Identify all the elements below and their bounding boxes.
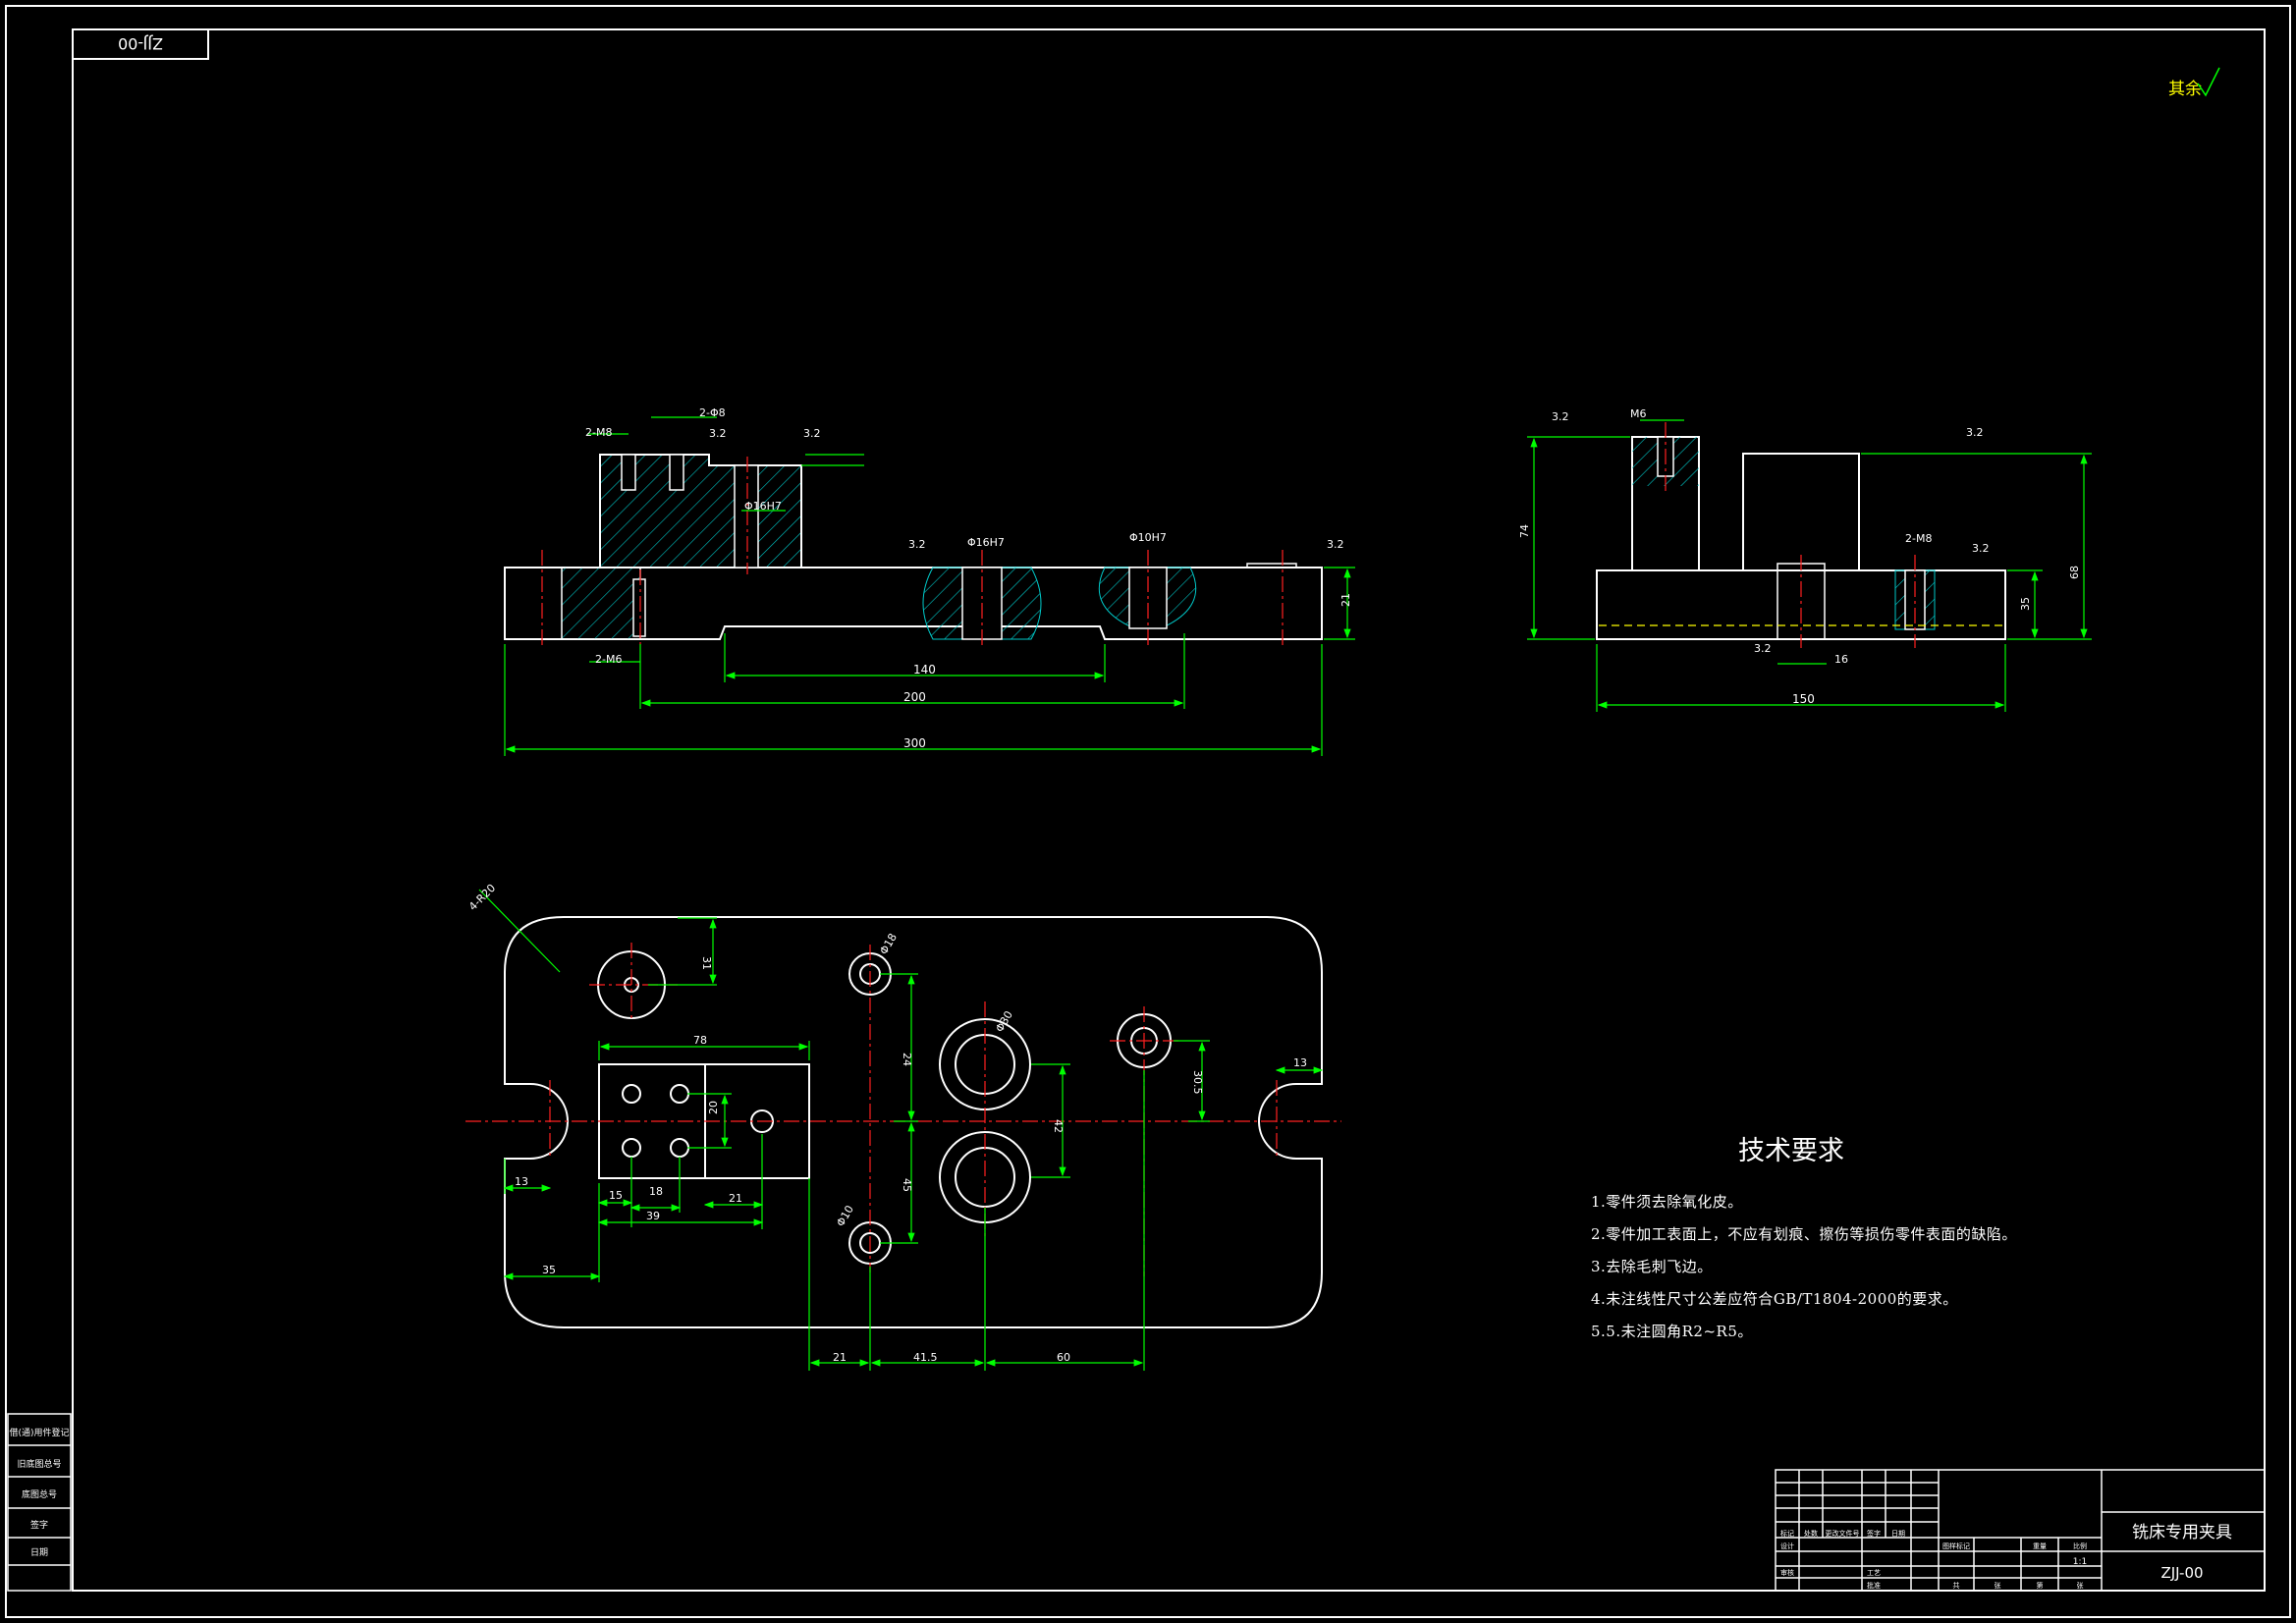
tb-label-11: 比例 — [2073, 1542, 2087, 1550]
tb-label-9: 图样标记 — [1942, 1542, 1970, 1550]
tb-label-0: 标记 — [1780, 1529, 1794, 1538]
dim-20: 20 — [707, 1101, 720, 1114]
drawing-no: ZJJ-00 — [2160, 1564, 2203, 1582]
dim-35-top: 35 — [542, 1264, 556, 1276]
dim-phi10h7: Φ10H7 — [1129, 531, 1167, 544]
dim-74: 74 — [1518, 524, 1531, 538]
rough-3-2-c: 3.2 — [908, 538, 926, 551]
title-block — [1775, 1469, 2266, 1592]
rough-side-d: 3.2 — [1972, 542, 1990, 555]
strip-label-1: 旧底图总号 — [17, 1458, 61, 1470]
dim-300: 300 — [903, 736, 926, 750]
tb-label-14: 第 — [2037, 1581, 2044, 1590]
scale-value: 1:1 — [2073, 1557, 2087, 1567]
dim-13-a: 13 — [515, 1175, 528, 1188]
tb-label-12: 共 — [1953, 1581, 1960, 1590]
dim-phi10: Φ10 — [834, 1203, 856, 1228]
dim-45: 45 — [901, 1178, 913, 1192]
dim-phi18: Φ18 — [877, 931, 900, 956]
tb-label-1: 处数 — [1804, 1529, 1818, 1538]
outer-border — [5, 5, 2291, 1618]
tech-item-4: 4.未注线性尺寸公差应符合GB/T1804-2000的要求。 — [1591, 1290, 1958, 1308]
tb-label-5: 设计 — [1780, 1542, 1794, 1550]
dim-21-a: 21 — [729, 1192, 742, 1205]
part-name: 铣床专用夹具 — [2132, 1523, 2232, 1542]
dim-78: 78 — [693, 1034, 707, 1047]
rough-side-a: 3.2 — [1552, 410, 1569, 423]
dim-phi16h7-a: Φ16H7 — [744, 500, 782, 513]
dim-phi30: Φ30 — [993, 1008, 1015, 1034]
tb-label-13: 张 — [1995, 1581, 2001, 1590]
dim-31: 31 — [700, 956, 713, 970]
tech-item-5: 5.5.未注圆角R2~R5。 — [1591, 1323, 1753, 1340]
tb-label-10: 重量 — [2033, 1542, 2047, 1550]
tb-label-15: 张 — [2077, 1581, 2084, 1590]
front-view: 140 200 300 2-M8 2-M6 21 Φ16H7 Φ16H7 Φ10… — [504, 406, 1355, 756]
inner-border — [72, 28, 2266, 1592]
tech-item-2: 2.零件加工表面上，不应有划痕、擦伤等损伤零件表面的缺陷。 — [1591, 1225, 2017, 1243]
tb-label-4: 日期 — [1891, 1530, 1905, 1538]
dim-2m6: 2-M6 — [595, 653, 622, 666]
dim-30-5: 30.5 — [1191, 1070, 1204, 1095]
dim-35: 35 — [2019, 597, 2032, 611]
strip-label-3: 签字 — [30, 1519, 48, 1531]
dim-42: 42 — [1052, 1119, 1065, 1133]
tech-heading: 技术要求 — [1738, 1136, 1844, 1166]
dim-39: 39 — [646, 1210, 660, 1222]
strip-label-0: 借(通)用件登记 — [9, 1427, 69, 1438]
dim-r20: 4-R20 — [466, 882, 498, 913]
rough-3-2-a: 3.2 — [709, 427, 727, 440]
dim-24: 24 — [901, 1053, 913, 1066]
dim-41-5: 41.5 — [913, 1351, 938, 1364]
dim-2m8-side: 2-M8 — [1905, 532, 1932, 545]
dim-m6: M6 — [1630, 407, 1647, 420]
tb-label-7: 工艺 — [1867, 1569, 1881, 1577]
tb-label-6: 审核 — [1780, 1568, 1794, 1577]
dim-2m8: 2-M8 — [585, 426, 612, 439]
drawing-no-box — [72, 28, 209, 60]
rough-3-2-d: 3.2 — [1327, 538, 1344, 551]
tb-label-3: 签字 — [1867, 1529, 1881, 1538]
tb-label-8: 批准 — [1867, 1581, 1881, 1590]
rough-side-c: 3.2 — [1754, 642, 1772, 655]
strip-label-2: 底图总号 — [22, 1488, 57, 1500]
dim-21: 21 — [1339, 593, 1352, 607]
dim-140: 140 — [913, 663, 936, 676]
tb-label-2: 更改文件号 — [1826, 1529, 1860, 1538]
dim-2phi8: 2-Φ8 — [699, 406, 726, 419]
dim-200: 200 — [903, 690, 926, 704]
dim-18: 18 — [649, 1185, 663, 1198]
roughness-symbol-icon — [2197, 67, 2220, 97]
drawing-no-top: ZJJ-00 — [118, 34, 163, 53]
dim-21-b: 21 — [833, 1351, 847, 1364]
dim-13-b: 13 — [1293, 1056, 1307, 1069]
left-strip — [7, 1413, 72, 1592]
top-view: 78 31 35 13 13 15 18 39 21 20 21 41.5 60… — [465, 882, 1341, 1371]
tech-item-1: 1.零件须去除氧化皮。 — [1591, 1193, 1743, 1211]
dim-phi16h7-b: Φ16H7 — [967, 536, 1005, 549]
tech-requirements: 技术要求 1.零件须去除氧化皮。 2.零件加工表面上，不应有划痕、擦伤等损伤零件… — [1591, 1129, 2017, 1353]
dim-60: 60 — [1057, 1351, 1070, 1364]
dim-16: 16 — [1834, 653, 1848, 666]
side-view: 150 74 68 35 M6 16 2-M8 3.2 3.2 3.2 3.2 — [1518, 407, 2092, 712]
rough-3-2-b: 3.2 — [803, 427, 821, 440]
strip-label-4: 日期 — [30, 1547, 48, 1558]
dim-15: 15 — [609, 1189, 623, 1202]
dim-68: 68 — [2068, 566, 2081, 579]
tech-item-3: 3.去除毛刺飞边。 — [1591, 1258, 1713, 1275]
dim-150: 150 — [1792, 692, 1815, 706]
roughness-other-label: 其余 — [2168, 80, 2202, 99]
rough-side-b: 3.2 — [1966, 426, 1984, 439]
